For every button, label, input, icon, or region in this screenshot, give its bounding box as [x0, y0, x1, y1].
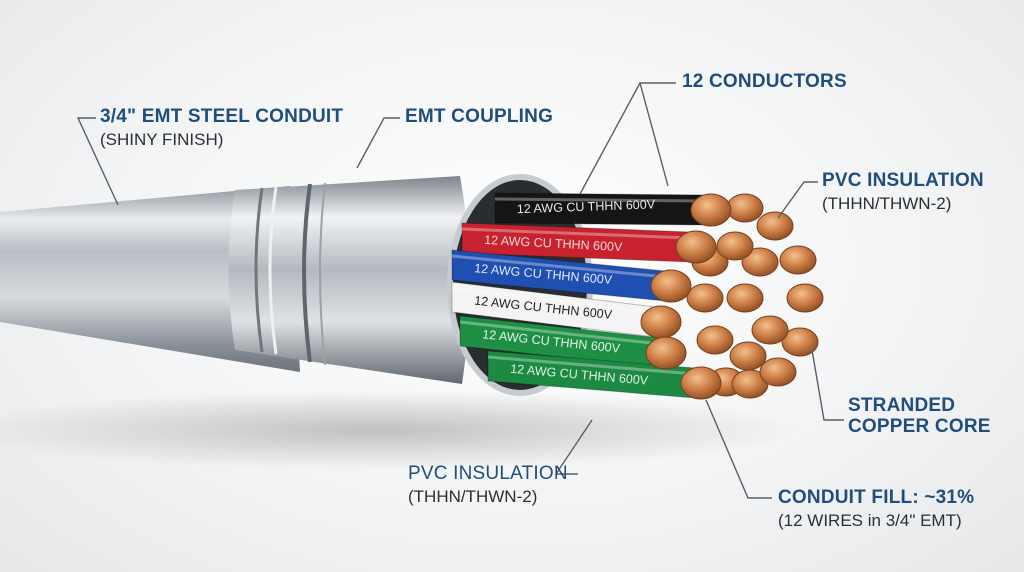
wire-highlight-4	[451, 286, 656, 315]
leader-stranded	[811, 349, 844, 421]
copper-core-front-2	[675, 230, 717, 264]
label-insulation-top-sub: (THHN/THWN-2)	[822, 193, 952, 213]
leader-conductors-b	[639, 82, 669, 187]
copper-core-front-3	[650, 269, 692, 303]
leader-conduit	[76, 117, 119, 206]
copper-core-back-3	[716, 231, 754, 261]
emt-coupling	[228, 176, 470, 384]
copper-core-back-11	[696, 325, 734, 355]
leader-coupling	[356, 117, 400, 169]
label-insulation-top-title: PVC INSULATION	[822, 170, 984, 191]
copper-core-front-5	[645, 336, 687, 370]
label-coupling-title: EMT COUPLING	[405, 106, 554, 127]
wire-highlight-2	[461, 227, 691, 240]
emt-conduit	[0, 186, 300, 372]
copper-core-front-6	[680, 366, 722, 400]
label-coupling: EMT COUPLING	[405, 106, 554, 128]
label-conduit-sub: (SHINY FINISH)	[100, 129, 224, 149]
copper-strand-ends	[640, 193, 824, 400]
wire-print-1: 12 AWG CU THHN 600V	[517, 197, 656, 216]
label-stranded: STRANDED COPPER CORE	[848, 395, 991, 438]
wire-highlight-6	[487, 355, 696, 376]
label-insulation-bottom-sub: (THHN/THWN-2)	[408, 486, 538, 506]
copper-core-back-4	[741, 247, 779, 277]
copper-core-back-1	[726, 193, 764, 223]
copper-core-back-13	[781, 327, 819, 357]
leader-fill	[705, 399, 772, 499]
wire-highlight-1	[494, 197, 706, 203]
copper-core-back-7	[686, 283, 724, 313]
label-conductors-title: 12 CONDUCTORS	[682, 71, 847, 92]
leader-insulation-bottom	[554, 419, 593, 475]
label-conduit: 3/4" EMT STEEL CONDUIT (SHINY FINISH)	[100, 106, 344, 150]
leader-insulation-top	[777, 181, 818, 219]
copper-core-back-9	[786, 283, 824, 313]
copper-core-back-12	[729, 341, 767, 371]
copper-core-front-4	[640, 305, 682, 339]
copper-core-back-8	[726, 283, 764, 313]
label-conductors: 12 CONDUCTORS	[682, 71, 847, 93]
wire-highlight-5	[459, 320, 661, 346]
coupling-edge-2	[319, 182, 326, 366]
leader-conductors-a	[579, 82, 676, 195]
label-fill: CONDUIT FILL: ~31% (12 WIRES in 3/4" EMT…	[778, 487, 975, 531]
copper-core-front-1	[690, 193, 732, 227]
leader-lines	[76, 82, 844, 499]
wire-highlight-3	[451, 254, 666, 279]
label-conduit-title: 3/4" EMT STEEL CONDUIT	[100, 106, 344, 127]
label-stranded-title2: COPPER CORE	[848, 415, 991, 437]
copper-core-back-10	[751, 315, 789, 345]
floor-shadow	[0, 390, 800, 470]
copper-core-back-14	[759, 357, 797, 387]
copper-core-back-2	[756, 211, 794, 241]
coupling-ring	[254, 187, 264, 353]
coupling-ring-highlight	[268, 186, 278, 355]
label-insulation-top: PVC INSULATION (THHN/THWN-2)	[822, 170, 984, 214]
copper-core-back-5	[779, 245, 817, 275]
label-fill-sub: (12 WIRES in 3/4" EMT)	[778, 510, 962, 530]
label-insulation-bottom: PVC INSULATION (THHN/THWN-2)	[408, 463, 568, 507]
label-fill-title: CONDUIT FILL: ~31%	[778, 487, 975, 508]
coupling-edge	[302, 183, 312, 363]
label-insulation-bottom-title: PVC INSULATION	[408, 463, 568, 484]
label-stranded-title: STRANDED	[848, 395, 956, 416]
